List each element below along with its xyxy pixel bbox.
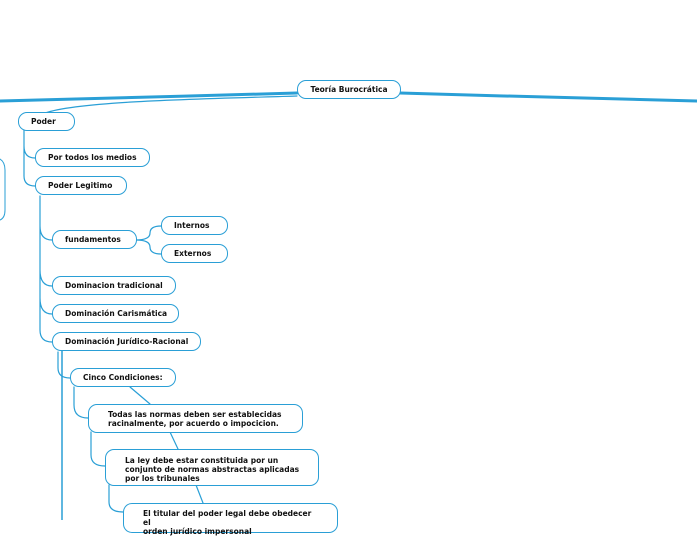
node-dominacion-carismatica-label: Dominación Carismática xyxy=(65,309,168,318)
node-dominacion-carismatica[interactable]: Dominación Carismática xyxy=(52,304,179,323)
node-dominacion-tradicional-label: Dominacion tradicional xyxy=(65,281,163,290)
node-poder[interactable]: Poder xyxy=(18,112,75,131)
connector-flow-1 xyxy=(129,386,151,405)
node-internos-label: Internos xyxy=(174,221,210,230)
node-condicion-2-line-3: por los tribunales xyxy=(125,474,200,483)
connector-root-left xyxy=(0,91,299,103)
node-cinco-condiciones[interactable]: Cinco Condiciones: xyxy=(70,368,176,387)
node-externos[interactable]: Externos xyxy=(161,244,228,263)
connector-root-poder xyxy=(44,95,298,114)
node-externos-label: Externos xyxy=(174,249,212,258)
connector-condiciones-3 xyxy=(108,484,124,513)
connector-juridico-children xyxy=(57,351,71,379)
connector-condiciones-2 xyxy=(90,431,106,467)
node-poder-legitimo-label: Poder Legitimo xyxy=(48,181,113,190)
connector-flow-3 xyxy=(195,484,204,504)
node-fundamentos[interactable]: fundamentos xyxy=(52,230,137,249)
root-node-label: Teoría Burocrática xyxy=(310,85,388,94)
node-fundamentos-label: fundamentos xyxy=(65,235,121,244)
node-poder-label: Poder xyxy=(31,117,56,126)
connector-legitimo-children xyxy=(39,195,53,343)
connector-fundamentos-children xyxy=(135,225,162,255)
node-condicion-3[interactable]: El titular del poder legal debe obedecer… xyxy=(123,503,338,536)
connector-flow-2 xyxy=(169,431,179,450)
connector-condiciones-1 xyxy=(73,386,89,419)
node-condicion-2-text: La ley debe estar constituida por un con… xyxy=(125,456,299,483)
connector-poder-children xyxy=(23,129,36,187)
root-node[interactable]: Teoría Burocrática xyxy=(297,80,401,99)
node-condicion-1-text: Todas las normas deben ser establecidas … xyxy=(108,410,281,428)
node-dominacion-juridico-racional[interactable]: Dominación Jurídico-Racional xyxy=(52,332,201,351)
node-condicion-3-line-1: El titular del poder legal debe obedecer… xyxy=(143,509,312,527)
node-condicion-3-text: El titular del poder legal debe obedecer… xyxy=(143,509,319,536)
node-condicion-2[interactable]: La ley debe estar constituida por un con… xyxy=(105,449,319,486)
node-condicion-3-line-2: orden jurídico impersonal xyxy=(143,527,252,536)
node-condicion-1-line-2: racinalmente, por acuerdo o impocicion. xyxy=(108,419,279,428)
node-condicion-1-line-1: Todas las normas deben ser establecidas xyxy=(108,410,282,419)
connector-root-right xyxy=(398,91,697,103)
node-condicion-2-line-1: La ley debe estar constituida por un xyxy=(125,456,279,465)
node-por-todos-label: Por todos los medios xyxy=(48,153,137,162)
mindmap-canvas xyxy=(0,91,697,520)
node-condicion-1[interactable]: Todas las normas deben ser establecidas … xyxy=(88,404,303,433)
node-poder-legitimo[interactable]: Poder Legitimo xyxy=(35,176,127,195)
node-internos[interactable]: Internos xyxy=(161,216,228,235)
node-dominacion-tradicional[interactable]: Dominacion tradicional xyxy=(52,276,176,295)
node-dominacion-juridico-label: Dominación Jurídico-Racional xyxy=(65,337,189,346)
node-cinco-condiciones-label: Cinco Condiciones: xyxy=(83,373,163,382)
node-por-todos-los-medios[interactable]: Por todos los medios xyxy=(35,148,150,167)
offscreen-node-edge xyxy=(0,158,6,221)
node-condicion-2-line-2: conjunto de normas abstractas aplicadas xyxy=(125,465,300,474)
